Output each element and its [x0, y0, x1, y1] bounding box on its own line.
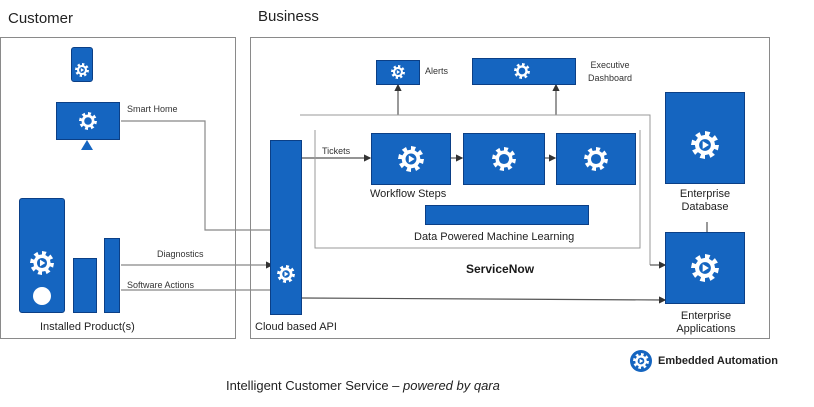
tickets-label: Tickets — [322, 146, 351, 156]
gear-icon — [514, 63, 530, 79]
device-stand — [81, 140, 93, 150]
cloud-api-box — [270, 140, 302, 315]
executive-dashboard-label: Executive Dashboard — [587, 60, 633, 83]
gear-icon — [584, 147, 608, 171]
software-actions-label: Software Actions — [127, 280, 195, 290]
product-button — [33, 287, 51, 305]
gear-icon — [30, 251, 54, 275]
gear-icon — [277, 265, 295, 283]
diagnostics-label: Diagnostics — [157, 249, 204, 259]
customer-section-title: Customer — [8, 10, 74, 27]
business-section-title: Business — [258, 8, 319, 25]
business-panel — [250, 37, 770, 339]
installed-products-label: Installed Product(s) — [40, 321, 135, 333]
enterprise-database-label: Enterprise Database — [679, 188, 731, 213]
arrow-icon — [639, 358, 644, 364]
gear-icon — [398, 146, 424, 172]
arrow-icon — [284, 271, 289, 277]
arrow-icon — [408, 155, 415, 163]
arrow-icon — [396, 70, 400, 74]
legend-label: Embedded Automation — [658, 355, 778, 367]
enterprise-applications-label: Enterprise Applications — [676, 310, 736, 335]
arrow-icon — [702, 264, 709, 272]
caption: Intelligent Customer Service – powered b… — [226, 378, 500, 393]
gear-icon — [75, 63, 89, 77]
servicenow-label: ServiceNow — [466, 262, 535, 276]
arrow-icon — [80, 68, 84, 72]
customer-panel — [0, 37, 236, 339]
gear-icon — [391, 65, 405, 79]
workflow-steps-label: Workflow Steps — [370, 188, 447, 200]
caption-emphasis: powered by qara — [403, 378, 500, 393]
arrow-icon — [702, 141, 709, 149]
arrow-icon — [39, 259, 46, 267]
gear-icon — [79, 112, 97, 130]
gear-icon — [492, 147, 516, 171]
alerts-label: Alerts — [425, 66, 449, 76]
gear-icon — [633, 353, 649, 369]
installed-product-small — [73, 258, 97, 313]
gear-icon — [691, 131, 719, 159]
data-ml-label: Data Powered Machine Learning — [414, 231, 575, 243]
cloud-api-label: Cloud based API — [255, 321, 337, 333]
installed-product-tall — [104, 238, 120, 313]
caption-main: Intelligent Customer Service – — [226, 378, 404, 393]
smart-home-label: Smart Home — [127, 104, 178, 114]
data-ml-bar — [425, 205, 589, 225]
gear-icon — [691, 254, 719, 282]
